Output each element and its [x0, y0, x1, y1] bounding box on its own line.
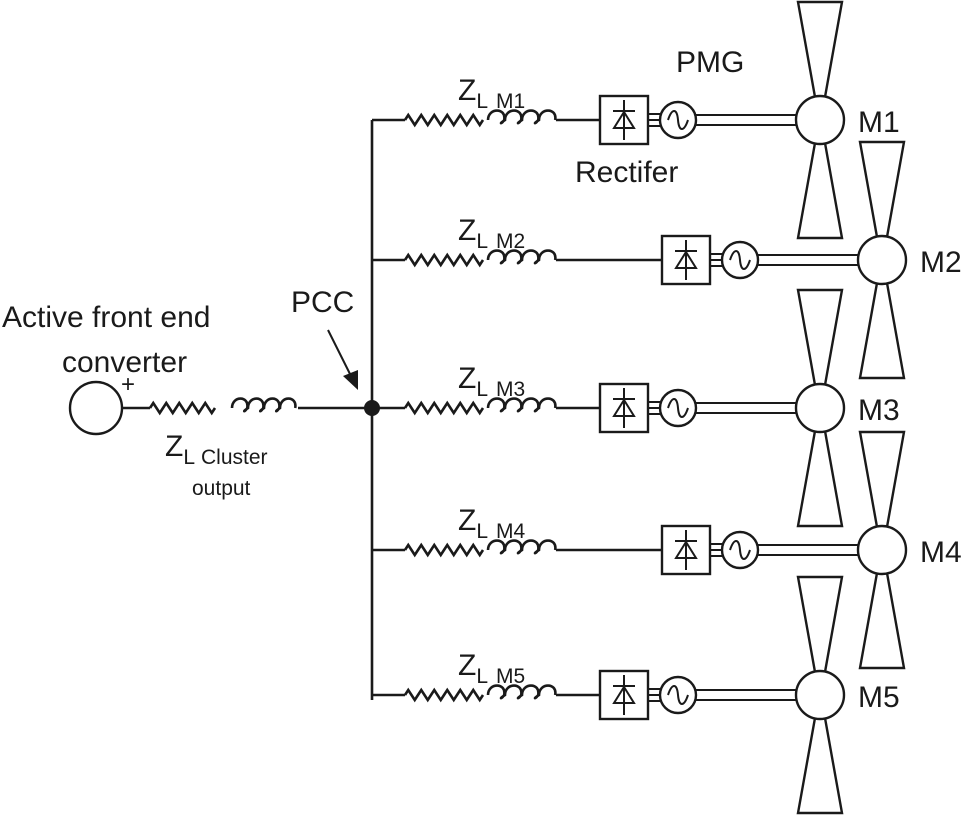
source-group: Active front end converter +	[2, 301, 210, 436]
turbine-blade-upper	[858, 430, 906, 529]
turbine-hub	[856, 234, 908, 286]
turbine-hub	[794, 669, 846, 721]
source-label-line1: Active front end	[2, 301, 210, 334]
turbine-hub	[794, 382, 846, 434]
cluster-impedance-label-line2: output	[192, 477, 251, 500]
line-resistor-symbol	[403, 112, 485, 128]
turbine-blade-upper	[858, 140, 906, 239]
turbine-blade-lower	[796, 141, 844, 240]
line-inductor-symbol	[486, 397, 557, 413]
line-resistor-symbol	[403, 687, 485, 703]
sine-icon	[667, 685, 689, 705]
line-inductor-symbol	[486, 249, 557, 265]
pcc-label: PCC	[291, 286, 354, 319]
ac-source-symbol	[68, 380, 124, 436]
machine-label: M2	[920, 246, 962, 279]
source-polarity: +	[121, 371, 135, 398]
pcc-arrow-head	[343, 370, 358, 390]
turbine-blade-upper	[796, 0, 844, 99]
turbine-blade-lower	[796, 429, 844, 528]
turbine-blade-upper	[796, 575, 844, 674]
machine-label: M1	[858, 106, 900, 139]
pcc-group: PCC	[291, 120, 380, 700]
cluster-resistor-symbol	[148, 400, 217, 416]
turbine-hub	[794, 94, 846, 146]
turbine-blade-upper	[796, 288, 844, 387]
machine-label: M4	[920, 536, 962, 569]
line-inductor-symbol	[486, 109, 557, 125]
line-resistor-symbol	[403, 400, 485, 416]
source-label-line2: converter	[62, 346, 187, 379]
machine-label: M5	[858, 681, 900, 714]
sine-icon	[667, 110, 689, 130]
line-inductor-symbol	[486, 684, 557, 700]
line-resistor-symbol	[403, 542, 485, 558]
turbine-blade-lower	[858, 571, 906, 670]
rectifier-label: Rectifer	[575, 156, 678, 189]
turbine-blade-lower	[796, 716, 844, 815]
line-inductor-symbol	[486, 539, 557, 555]
pcc-arrow-shaft	[327, 329, 353, 379]
pmg-label: PMG	[676, 46, 744, 79]
sine-icon	[729, 540, 751, 560]
sine-icon	[667, 398, 689, 418]
machine-label: M3	[858, 394, 900, 427]
turbine-hub	[856, 524, 908, 576]
turbine-blade-lower	[858, 281, 906, 380]
line-resistor-symbol	[403, 252, 485, 268]
sine-icon	[729, 250, 751, 270]
cluster-inductor-symbol	[230, 397, 297, 413]
